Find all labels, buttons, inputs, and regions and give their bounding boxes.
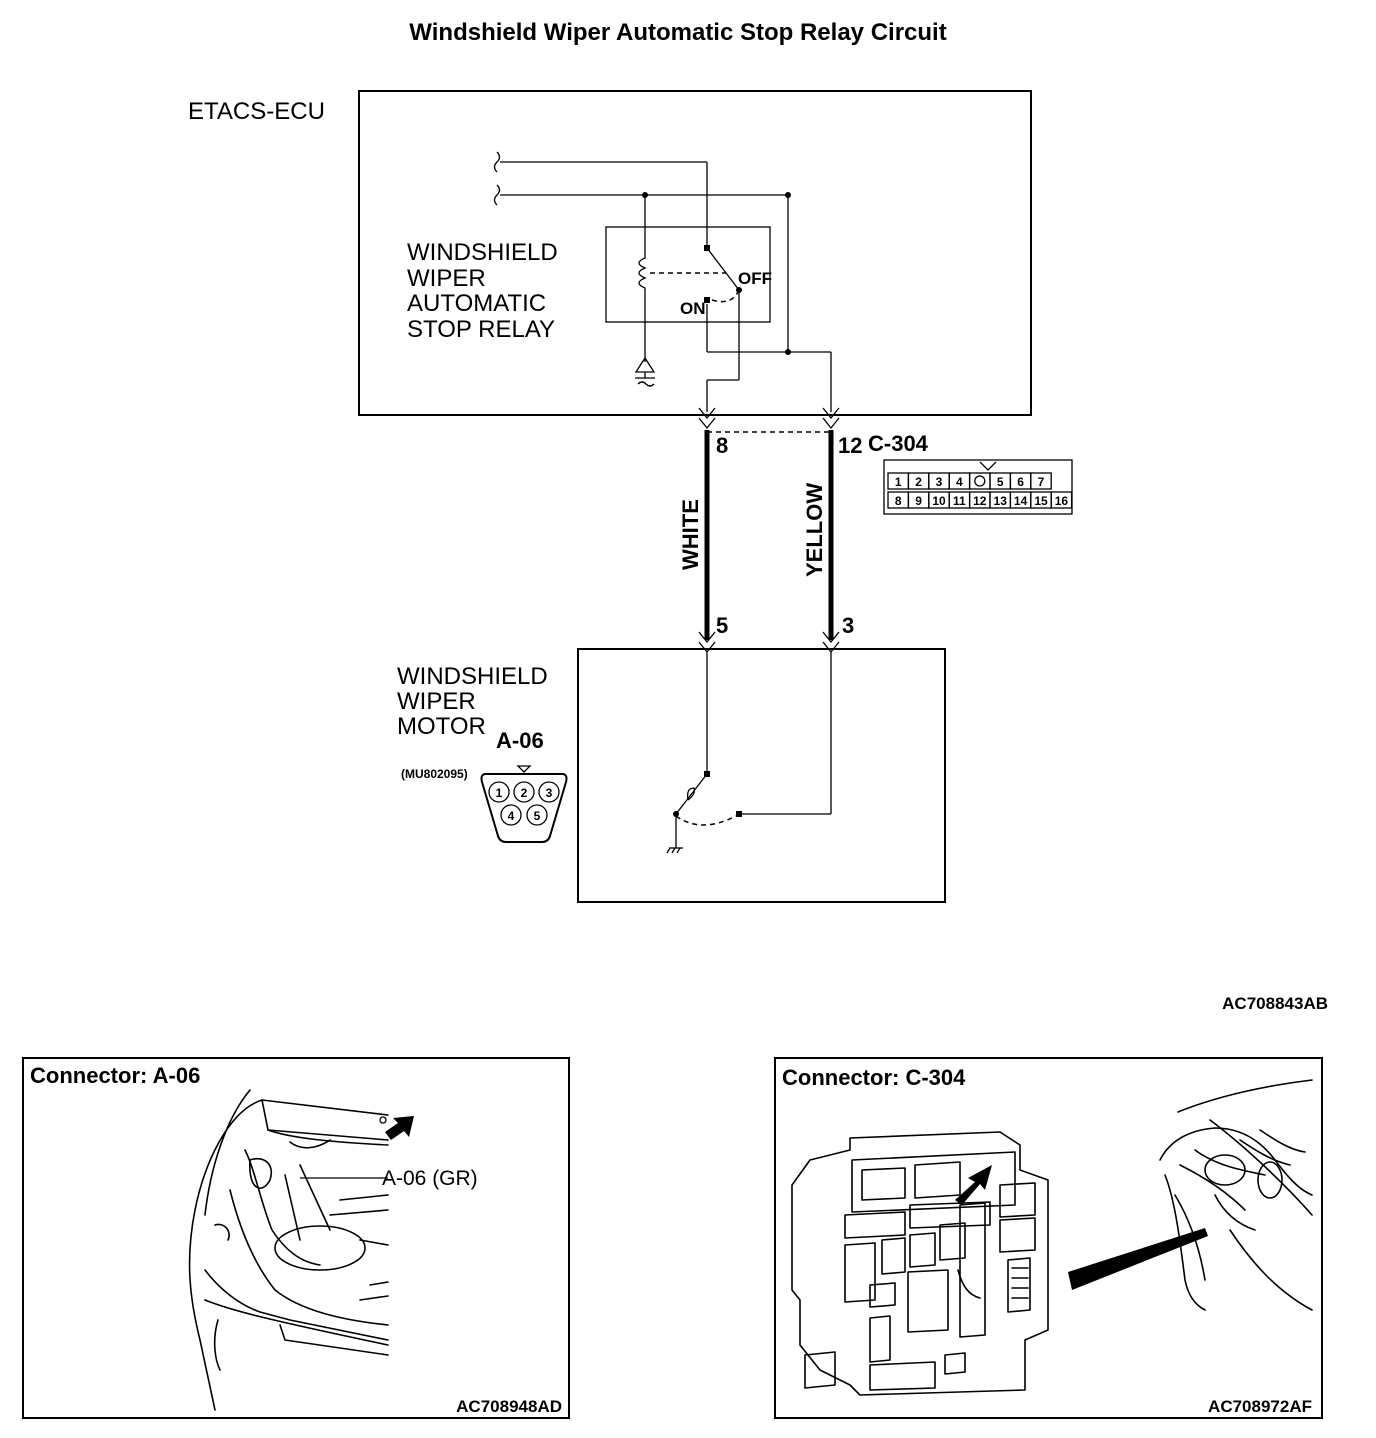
automatic-stop-relay: OFF ON [605,226,772,352]
c304-bottom-pin-15: 15 [1034,494,1048,508]
motor-box [577,648,946,903]
panel-a06-code: AC708948AD [456,1397,562,1416]
c304-top-pin-2: 2 [915,475,922,489]
wire-white-label: WHITE [678,499,703,570]
c304-top-pin-7: 7 [1038,475,1045,489]
panel-a06-callout: A-06 (GR) [382,1167,478,1190]
panel-c304-title: Connector: C-304 [782,1065,966,1090]
ground-symbol [634,352,656,387]
a06-pin-white: 5 [716,613,728,638]
c304-bottom-pin-10: 10 [932,494,946,508]
c304-cavity [1030,472,1052,490]
motor-connector-name: A-06 [496,728,544,753]
a06-pin-1: 1 [496,786,503,800]
c304-pin-white: 8 [716,433,728,458]
a06-pin-5: 5 [534,809,541,823]
relay-on-label: ON [680,299,706,318]
panel-a06-title: Connector: A-06 [30,1063,200,1088]
engine-bay-illustration [188,1089,414,1411]
motor-label-line-1: WINDSHIELD [397,663,548,690]
motor-part-number: (MU802095) [401,767,468,781]
c304-pin-yellow: 12 [838,433,862,458]
junction-block-illustration [791,1079,1313,1396]
a06-pin-2: 2 [521,786,528,800]
c304-bottom-pin-14: 14 [1014,494,1028,508]
c304-bottom-pin-9: 9 [915,494,922,508]
a06-pin-3: 3 [546,786,553,800]
motor-label-line-3: MOTOR [397,713,486,740]
relay-label-line-3: AUTOMATIC [407,290,546,317]
diagram-title: Windshield Wiper Automatic Stop Relay Ci… [409,19,946,46]
c304-top-pin-3: 3 [936,475,943,489]
relay-off-label: OFF [738,269,772,288]
c304-bottom-pin-11: 11 [953,494,966,508]
c304-name: C-304 [868,431,929,456]
c304-bottom-pin-13: 13 [994,494,1008,508]
motor-label-line-2: WIPER [397,688,476,715]
c304-top-pin-1: 1 [895,475,902,489]
panel-c304: Connector: C-304 [774,1057,1323,1419]
relay-label-line-4: STOP RELAY [407,316,555,343]
relay-label-line-1: WINDSHIELD [407,239,558,266]
diagram-code: AC708843AB [1222,994,1328,1013]
a06-connector-face: 1 2 3 4 5 [480,765,568,843]
c304-bottom-pin-8: 8 [895,494,902,508]
ecu-internal-wiring [493,151,832,412]
c304-cavity [1050,491,1073,509]
ecu-box [358,90,1032,416]
c304-bottom-pin-16: 16 [1055,494,1069,508]
relay-label-line-2: WIPER [407,265,486,292]
c304-bottom-pin-12: 12 [973,494,987,508]
wire-yellow-label: YELLOW [802,483,827,577]
a06-pin-4: 4 [508,809,515,823]
c304-top-pin-5: 5 [997,475,1004,489]
c304-top-pin-6: 6 [1017,475,1024,489]
ecu-label: ETACS-ECU [188,98,325,125]
c304-key-slot [974,475,986,487]
panel-c304-code: AC708972AF [1208,1397,1312,1416]
panel-a06: Connector: A-06 A-06 (GR) AC708948AD [22,1057,570,1419]
c304-terminals [698,407,840,433]
motor-switch [666,652,832,854]
c304-top-pin-4: 4 [956,475,963,489]
a06-pin-yellow: 3 [842,613,854,638]
